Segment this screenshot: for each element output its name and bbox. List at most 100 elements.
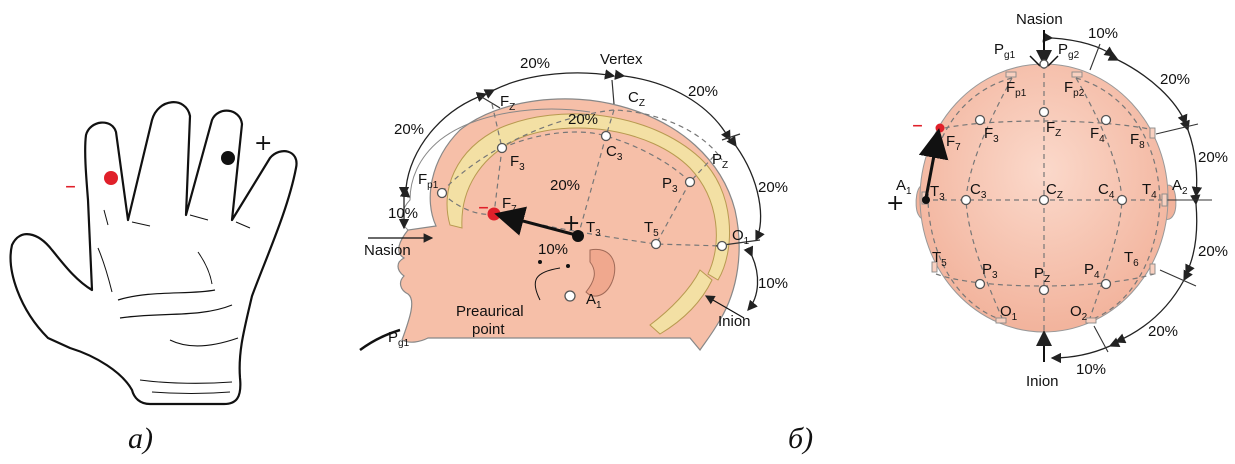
side-label-pg1-main: P xyxy=(388,329,398,346)
top-label-fp2-sub: p2 xyxy=(1073,88,1085,99)
side-label-f7-sub: 7 xyxy=(511,204,517,215)
side-label-o1-sub: 1 xyxy=(744,236,750,247)
top-electrode-pz xyxy=(1040,286,1049,295)
side-electrode-c3 xyxy=(602,132,611,141)
top-label-p3-sub: 3 xyxy=(992,270,998,281)
side-label-f3-sub: 3 xyxy=(519,162,525,173)
side-label-cz-main: C xyxy=(628,89,639,106)
top-label-t6-main: T xyxy=(1124,249,1133,266)
top-electrode-f3 xyxy=(976,116,985,125)
negative-electrode-dot xyxy=(104,171,118,185)
top-label-t4-sub: 4 xyxy=(1151,190,1157,201)
side-label-c3-main: C xyxy=(606,143,617,160)
side-label-fz-sub: Z xyxy=(509,102,515,113)
top-label-o2-main: O xyxy=(1070,303,1082,320)
top-label-f8-main: F xyxy=(1130,131,1139,148)
side-pct-top-right: 20% xyxy=(688,83,718,100)
preauricular-label-line-2: point xyxy=(472,321,505,338)
side-label-t3-main: T xyxy=(586,219,595,236)
top-label-f7-sub: 7 xyxy=(955,142,961,153)
top-label-p4-sub: 4 xyxy=(1094,270,1100,281)
top-label-c4-main: C xyxy=(1098,181,1109,198)
top-label-c3-main: C xyxy=(970,181,981,198)
top-arc-right-3 xyxy=(1186,204,1197,274)
preauricular-dot-1 xyxy=(538,260,542,264)
top-label-t3-sub: 3 xyxy=(939,192,945,203)
top-label-pg1: Pg1 xyxy=(994,41,1016,61)
top-label-cz-main: C xyxy=(1046,181,1057,198)
top-label-f3-sub: 3 xyxy=(993,134,999,145)
top-label-t5-sub: 5 xyxy=(941,258,947,269)
top-label-pg2-main: P xyxy=(1058,41,1068,58)
top-label-t6-sub: 6 xyxy=(1133,258,1139,269)
side-pct-left-lower: 10% xyxy=(388,205,418,222)
caption-a-letter: а xyxy=(128,422,143,455)
top-label-pz-main: P xyxy=(1034,265,1044,282)
top-inion-label: Inion xyxy=(1026,373,1059,390)
side-label-cz: CZ xyxy=(628,89,645,109)
top-label-f3-main: F xyxy=(984,125,993,142)
top-label-fp1-main: F xyxy=(1006,79,1015,96)
side-pct-ear: 10% xyxy=(538,241,568,258)
top-electrode-f4 xyxy=(1102,116,1111,125)
hand-plus-sign: + xyxy=(254,131,272,156)
top-label-a2-sub: 2 xyxy=(1182,186,1188,197)
top-label-fz-sub: Z xyxy=(1055,128,1061,139)
side-label-f7-main: F xyxy=(502,195,511,212)
top-label-f8-sub: 8 xyxy=(1139,140,1145,151)
side-plus-sign: + xyxy=(562,211,580,236)
top-label-c4-sub: 4 xyxy=(1109,190,1115,201)
side-electrode-p3 xyxy=(686,178,695,187)
side-label-cz-sub: Z xyxy=(639,98,645,109)
top-pct-right-2: 20% xyxy=(1198,149,1228,166)
side-pct-right-mid: 20% xyxy=(758,179,788,196)
preauricular-dot-2 xyxy=(566,264,570,268)
side-label-p3-main: P xyxy=(662,175,672,192)
top-electrode-f7-negative xyxy=(936,124,945,133)
preauricular-label-line-1: Preaurical xyxy=(456,303,524,320)
caption-a-paren: ) xyxy=(141,422,153,455)
top-electrode-fz xyxy=(1040,108,1049,117)
top-label-c3-sub: 3 xyxy=(981,190,987,201)
side-pct-inner-mid: 20% xyxy=(550,177,580,194)
top-label-o1-sub: 1 xyxy=(1012,312,1018,323)
top-label-fp1-sub: p1 xyxy=(1015,88,1027,99)
side-electrode-fp1 xyxy=(438,189,447,198)
top-label-fp2-main: F xyxy=(1064,79,1073,96)
top-label-pg2-sub: g2 xyxy=(1068,50,1080,61)
top-label-t4-main: T xyxy=(1142,181,1151,198)
side-arc-right-mid xyxy=(736,146,761,240)
side-pct-left-upper: 20% xyxy=(394,121,424,138)
side-pct-inner-top: 20% xyxy=(568,111,598,128)
top-label-a2-main: A xyxy=(1172,177,1182,194)
side-minus-sign: – xyxy=(478,195,489,220)
positive-electrode-dot xyxy=(221,151,235,165)
top-label-f4-main: F xyxy=(1090,125,1099,142)
top-pct-right-4: 20% xyxy=(1148,323,1178,340)
top-label-fz-main: F xyxy=(1046,119,1055,136)
side-label-pz-sub: Z xyxy=(722,160,728,171)
top-pct-top: 10% xyxy=(1088,25,1118,42)
top-label-o2-sub: 2 xyxy=(1082,312,1088,323)
top-label-pg1-main: P xyxy=(994,41,1004,58)
side-label-f3-main: F xyxy=(510,153,519,170)
side-pct-top-left: 20% xyxy=(520,55,550,72)
side-electrode-f3 xyxy=(498,144,507,153)
side-pct-right-low: 10% xyxy=(758,275,788,292)
top-nasion-label: Nasion xyxy=(1016,11,1063,28)
top-label-pg1-sub: g1 xyxy=(1004,50,1016,61)
side-electrode-t5 xyxy=(652,240,661,249)
top-label-pz-sub: Z xyxy=(1044,274,1050,285)
top-electrode-p3 xyxy=(976,280,985,289)
top-electrode-p4 xyxy=(1102,280,1111,289)
top-label-p3-main: P xyxy=(982,261,992,278)
top-label-cz-sub: Z xyxy=(1057,190,1063,201)
top-label-f4-sub: 4 xyxy=(1099,134,1105,145)
top-label-t5-main: T xyxy=(932,249,941,266)
side-label-fp1-sub: p1 xyxy=(427,180,439,191)
side-electrode-a1 xyxy=(565,291,575,301)
side-label-p3-sub: 3 xyxy=(672,184,678,195)
side-arc-top xyxy=(494,73,614,90)
side-label-a1-sub: 1 xyxy=(596,300,602,311)
